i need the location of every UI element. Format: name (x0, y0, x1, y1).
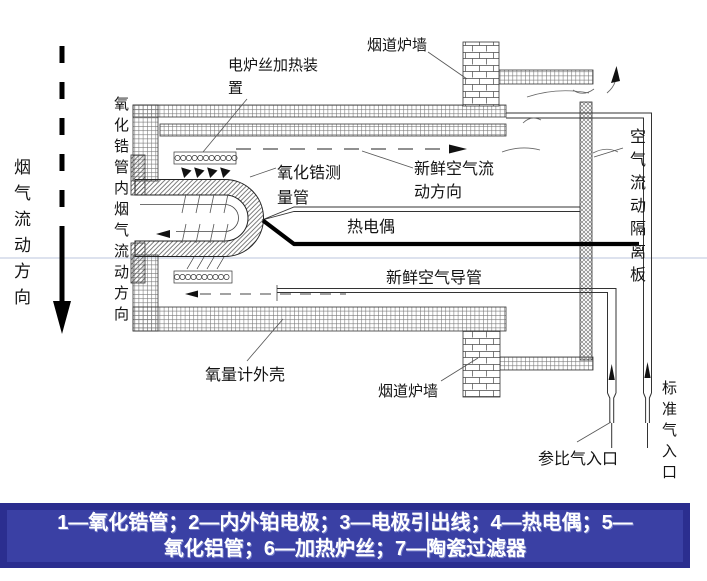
label-electric-heater-line1: 电炉丝加热装 (228, 57, 319, 74)
heater-coil-top (173, 151, 238, 165)
label-flue-wall-top: 烟道炉墙 (367, 37, 428, 54)
thermocouple-probe (261, 206, 639, 247)
label-standard-gas-inlet: 标准气入口 (660, 380, 677, 485)
brick-flue-wall-bottom (462, 330, 501, 398)
air-isolation-plate (579, 101, 593, 361)
reference-gas-arrow (608, 364, 615, 380)
label-fresh-air-flow-line1: 新鲜空气流 (414, 161, 495, 178)
standard-gas-arrow (644, 362, 651, 378)
bore-flow-arrow (156, 230, 170, 238)
label-oxygen-meter-shell: 氧量计外壳 (205, 367, 286, 384)
outer-casing (506, 112, 652, 448)
air-up-arrow (611, 66, 620, 83)
zirconia-u-tube (134, 179, 264, 257)
figure-caption: 1—氧化锆管；2—内外铂电极；3—电极引出线；4—热电偶；5— 氧化铝管；6—加… (0, 503, 690, 568)
inner-alumina-tube (140, 204, 239, 232)
heat-arrows (181, 167, 231, 178)
heater-coil-bottom (173, 256, 233, 284)
label-zirconia-tube-line1: 氧化锆测 (277, 165, 342, 182)
flue-gas-flow-arrow (53, 46, 71, 334)
fresh-air-arrow (449, 144, 467, 154)
label-zirconia-tube: 氧化锆测 量管 (277, 161, 341, 211)
leader-lines (202, 51, 624, 443)
brick-flue-wall-top (462, 41, 500, 107)
label-fresh-air-flow-line2: 动方向 (414, 184, 463, 201)
oxygen-meter-housing-walls (132, 69, 594, 371)
label-thermocouple: 热电偶 (347, 219, 396, 236)
label-zirconia-tube-line2: 量管 (277, 190, 310, 207)
caption-line-2: 氧化铝管；6—加热炉丝；7—陶瓷过滤器 (163, 538, 527, 560)
label-zirconia-inner-flow: 氧化锆管内烟气流动方向 (112, 96, 129, 327)
label-fresh-air-flow: 新鲜空气流 动方向 (414, 158, 494, 204)
tube-flanges (130, 154, 146, 284)
figure-caption-inner: 1—氧化锆管；2—内外铂电极；3—电极引出线；4—热电偶；5— 氧化铝管；6—加… (7, 510, 683, 562)
caption-line-1: 1—氧化锆管；2—内外铂电极；3—电极引出线；4—热电偶；5— (57, 512, 633, 534)
electrode-leads (181, 193, 229, 244)
label-isolation-plate: 空气流动隔离板 (627, 128, 644, 289)
label-fresh-air-duct: 新鲜空气导管 (386, 270, 483, 287)
schematic-drawing (0, 41, 707, 448)
air-flow-curves (501, 81, 619, 154)
label-electric-heater: 电炉丝加热装 置 (228, 54, 318, 100)
label-flue-wall-bottom: 烟道炉墙 (378, 383, 439, 400)
label-electric-heater-line2: 置 (228, 80, 244, 97)
label-reference-gas-inlet: 参比气入口 (538, 451, 619, 468)
bottom-flow-arrow (185, 290, 198, 298)
fresh-air-duct-pipe (277, 288, 617, 448)
label-flue-gas-flow: 烟气流动方向 (11, 158, 30, 314)
